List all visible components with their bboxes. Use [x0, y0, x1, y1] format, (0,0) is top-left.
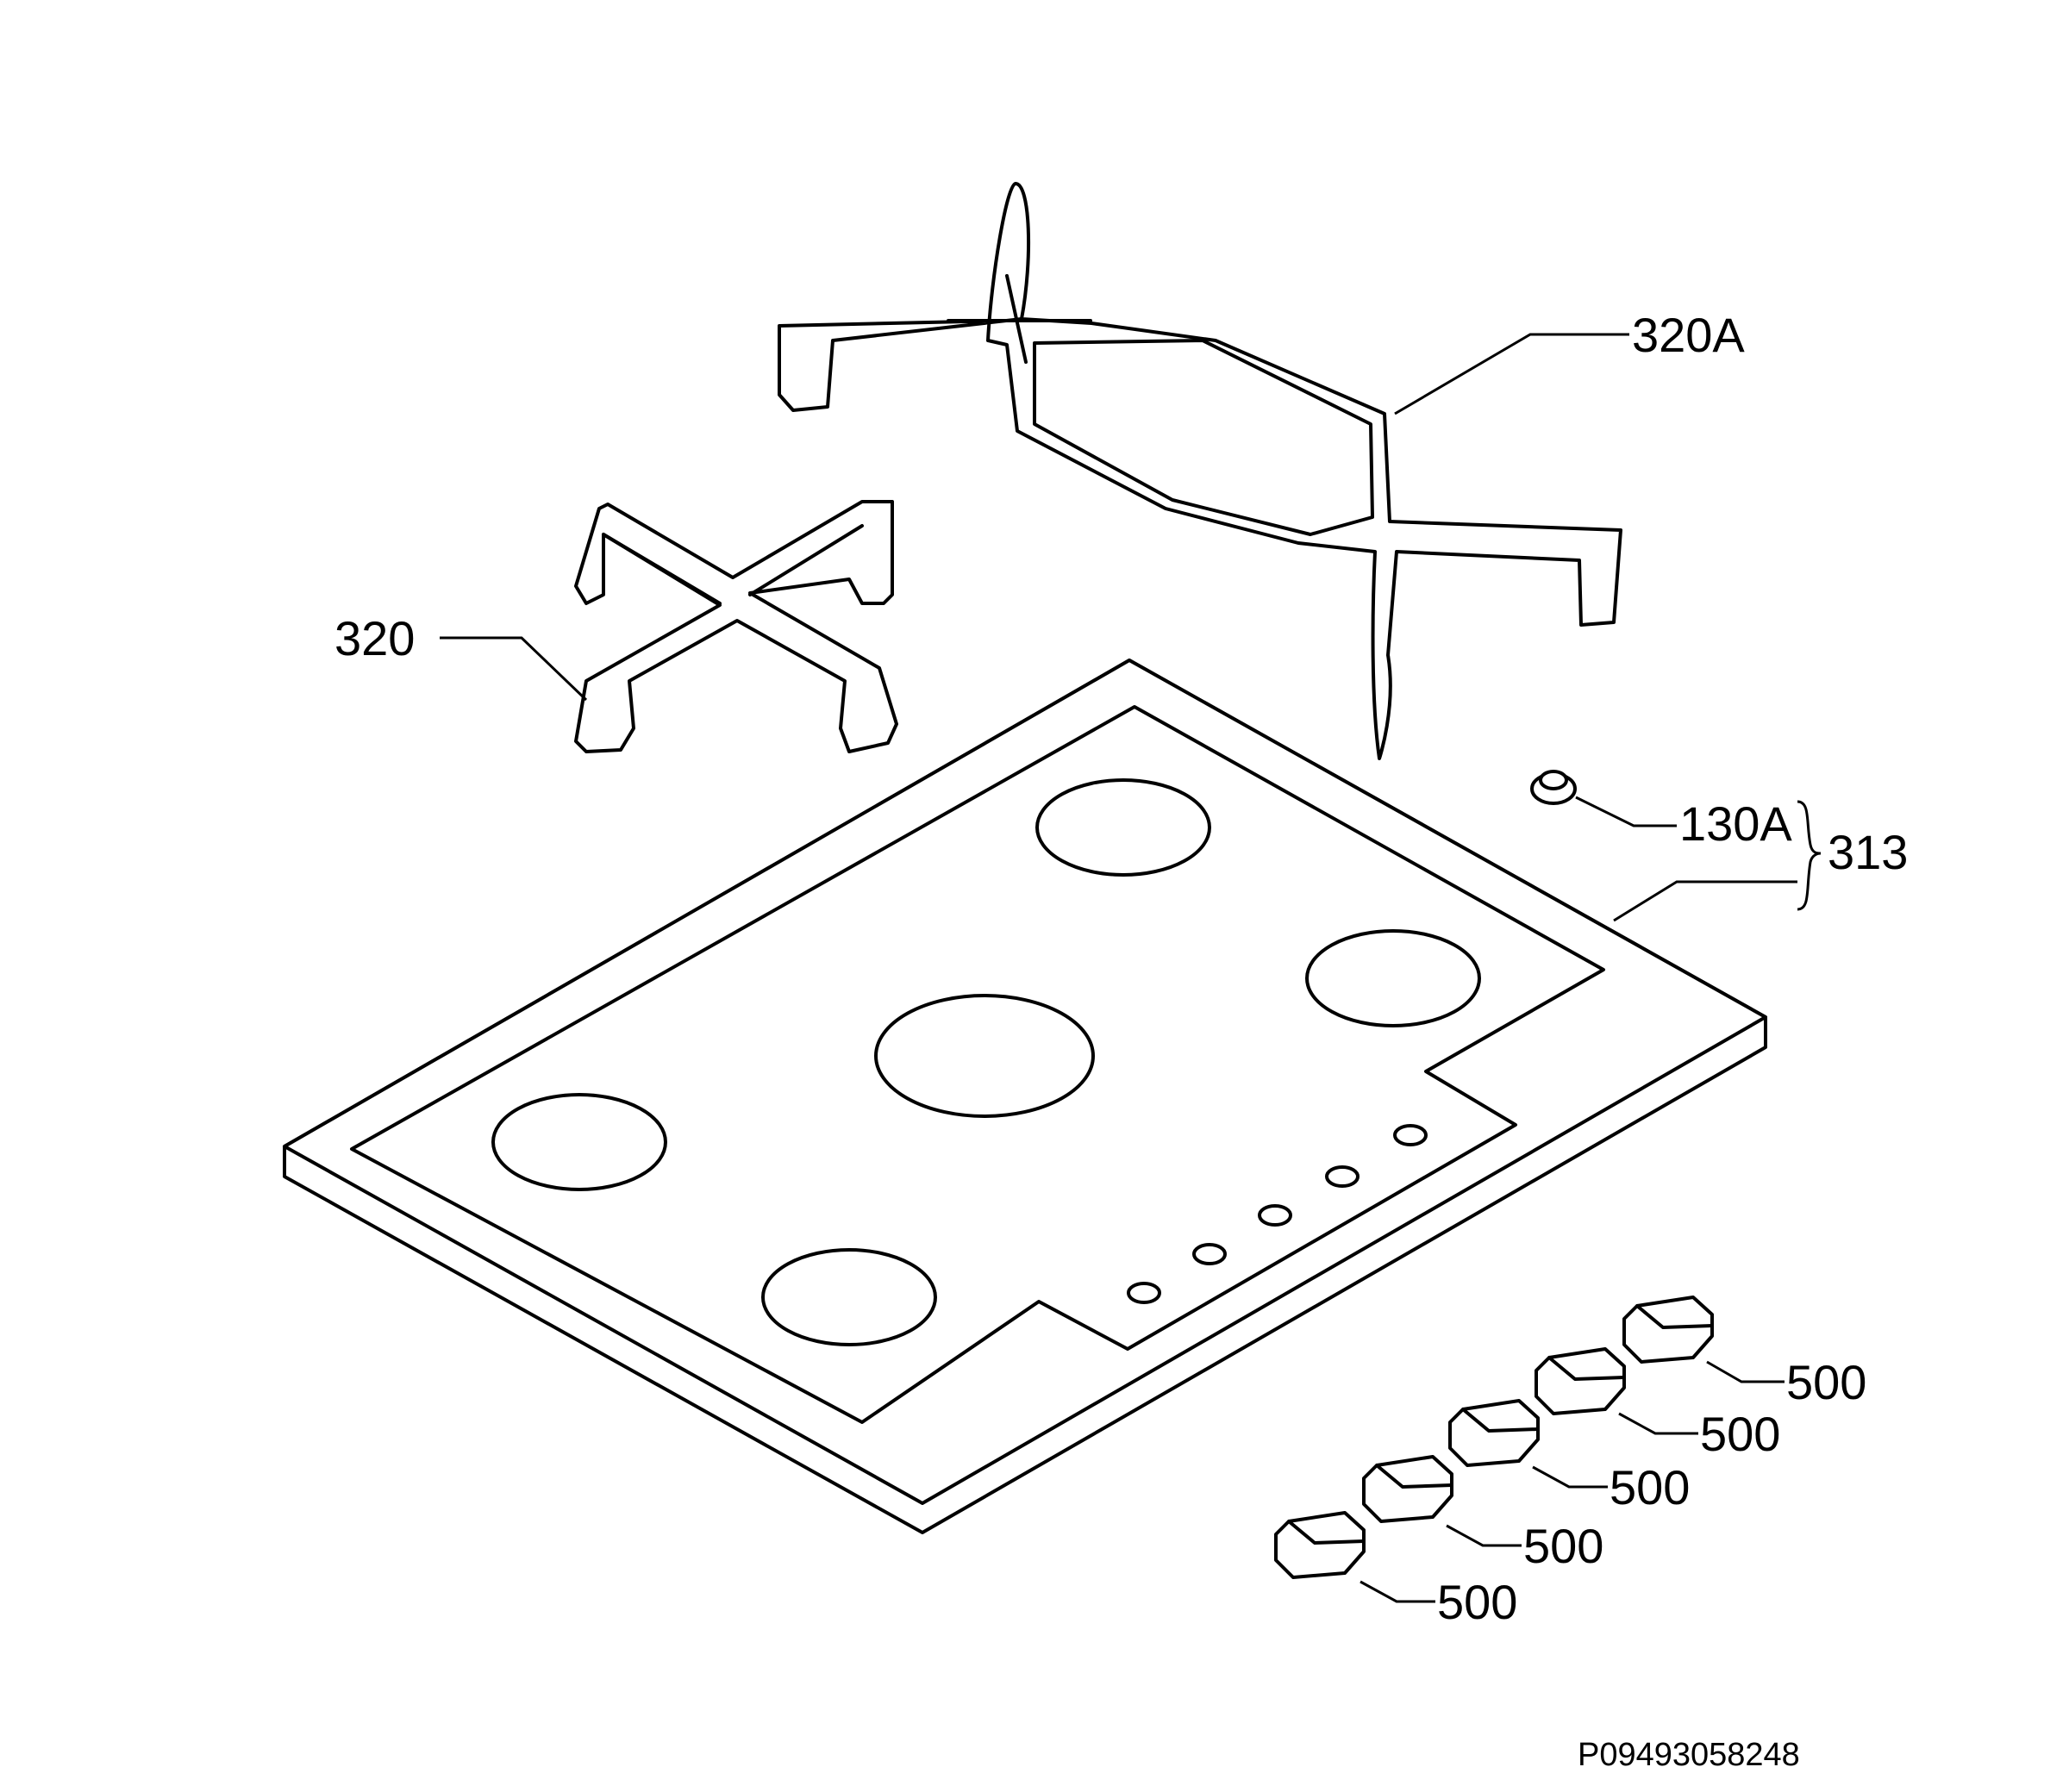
- control-knob-4: [1535, 1347, 1626, 1415]
- label-knob-3: 500: [1610, 1460, 1690, 1514]
- pan-support-wide: [778, 182, 1622, 760]
- hob-top-plate: [283, 659, 1767, 1534]
- drawing-code: P09493058248: [1578, 1737, 1800, 1773]
- group-brace-313: [1797, 800, 1822, 911]
- spindle-hole-4: [1325, 1165, 1360, 1188]
- leader-knob-1: [1360, 1580, 1435, 1603]
- control-knob-2: [1362, 1455, 1453, 1523]
- leader-knob-5: [1706, 1360, 1785, 1383]
- burner-hole-front-center: [761, 1248, 937, 1346]
- label-320: 320: [334, 611, 415, 665]
- label-313: 313: [1828, 825, 1908, 879]
- burner-hole-center: [874, 994, 1095, 1118]
- burner-hole-rear-left: [1035, 778, 1211, 877]
- spindle-hole-5: [1393, 1124, 1428, 1146]
- label-knob-1: 500: [1437, 1575, 1517, 1629]
- pin-part: [1530, 770, 1577, 805]
- label-320A: 320A: [1632, 308, 1745, 362]
- label-knob-4: 500: [1700, 1407, 1780, 1461]
- control-knob-1: [1274, 1511, 1366, 1579]
- leader-320A: [1394, 333, 1629, 415]
- leader-320: [440, 636, 588, 702]
- leader-knob-4: [1618, 1412, 1698, 1435]
- pan-support-small: [574, 500, 898, 753]
- leader-knob-2: [1446, 1524, 1522, 1547]
- label-130A: 130A: [1679, 796, 1792, 851]
- spindle-hole-2: [1192, 1243, 1227, 1265]
- leader-313: [1613, 880, 1797, 922]
- burner-hole-right: [1305, 929, 1481, 1027]
- leader-knob-3: [1532, 1465, 1608, 1489]
- spindle-hole-3: [1258, 1204, 1292, 1227]
- burner-hole-front-left: [491, 1093, 667, 1191]
- control-knob-5: [1622, 1296, 1714, 1364]
- control-knob-3: [1448, 1399, 1540, 1467]
- spindle-hole-1: [1127, 1282, 1161, 1304]
- leader-130A: [1575, 796, 1677, 827]
- label-knob-5: 500: [1786, 1355, 1866, 1409]
- label-knob-2: 500: [1523, 1519, 1603, 1573]
